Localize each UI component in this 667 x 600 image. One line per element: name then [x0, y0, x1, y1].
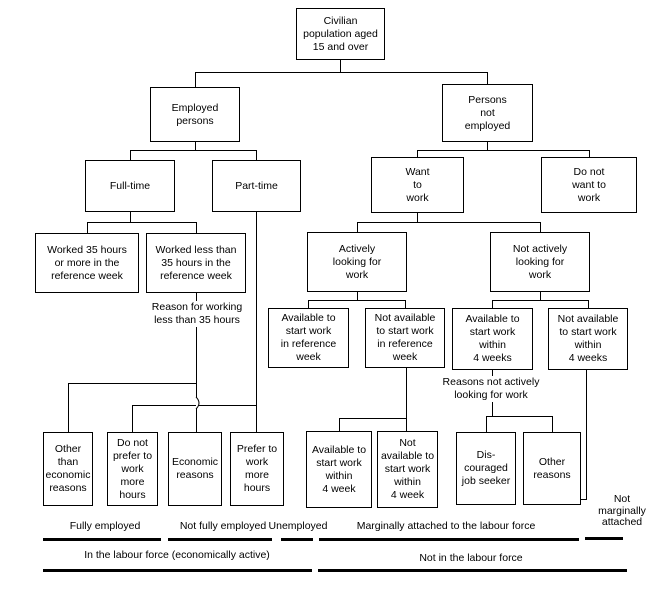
connector-line: [540, 222, 541, 232]
connector-line: [196, 293, 197, 398]
box-other-reasons: Other reasons: [523, 432, 581, 505]
box-available-4-week: Available to start work within 4 week: [306, 431, 372, 508]
box-available-4-weeks: Available to start work within 4 weeks: [452, 308, 533, 370]
connector-line: [195, 72, 196, 87]
connector-line: [87, 222, 88, 233]
connector-line: [487, 142, 488, 150]
category-underline: [43, 538, 161, 541]
category-underline: [319, 538, 579, 541]
connector-line: [417, 213, 418, 222]
connector-line: [196, 408, 197, 432]
connector-line: [540, 292, 541, 300]
connector-line: [578, 499, 587, 500]
connector-line: [256, 212, 257, 432]
category-underline: [43, 569, 312, 572]
category-in-labour-force: In the labour force (economically active…: [84, 549, 270, 561]
connector-line: [357, 222, 358, 232]
box-civilian-population: Civilian population aged 15 and over: [296, 8, 385, 60]
box-available-reference-week: Available to start work in reference wee…: [268, 308, 349, 368]
connector-line: [132, 405, 133, 432]
connector-line: [130, 150, 257, 151]
category-unemployed: Unemployed: [268, 520, 328, 532]
box-employed-persons: Employed persons: [150, 87, 240, 142]
box-not-actively-looking: Not actively looking for work: [490, 232, 590, 292]
connector-line: [339, 418, 407, 419]
connector-line: [486, 416, 553, 417]
connector-line: [586, 370, 587, 499]
category-fully-employed: Fully employed: [69, 520, 141, 532]
category-marginally-attached: Marginally attached to the labour force: [356, 520, 536, 532]
category-not-in-labour-force: Not in the labour force: [419, 552, 523, 564]
box-discouraged-job-seeker: Dis- couraged job seeker: [456, 432, 516, 505]
box-worked-less-than-35: Worked less than 35 hours in the referen…: [146, 233, 246, 293]
connector-line: [130, 212, 131, 222]
box-not-available-4-weeks: Not available to start work within 4 wee…: [548, 308, 628, 370]
connector-line: [552, 416, 553, 432]
line-crossing-hop: [195, 397, 200, 409]
connector-line: [492, 300, 589, 301]
connector-line: [492, 300, 493, 308]
connector-line: [68, 383, 69, 432]
connector-line: [130, 150, 131, 160]
box-not-available-reference-week: Not available to start work in reference…: [365, 308, 445, 368]
connector-line: [588, 300, 589, 308]
connector-line: [406, 418, 407, 431]
category-not-fully-employed: Not fully employed: [179, 520, 267, 532]
box-do-not-want-to-work: Do not want to work: [541, 157, 637, 213]
box-not-available-4-week: Not available to start work within 4 wee…: [377, 431, 438, 508]
connector-line: [357, 222, 541, 223]
connector-line: [87, 222, 197, 223]
connector-line: [339, 418, 340, 431]
connector-line: [405, 300, 406, 308]
label-reasons-not-looking: Reasons not actively looking for work: [440, 376, 542, 402]
box-persons-not-employed: Persons not employed: [442, 84, 533, 142]
connector-line: [195, 72, 488, 73]
box-economic-reasons: Economic reasons: [168, 432, 222, 506]
connector-line: [417, 150, 418, 157]
box-actively-looking: Actively looking for work: [307, 232, 407, 292]
connector-line: [195, 142, 196, 150]
connector-line: [196, 222, 197, 233]
box-do-not-prefer-more-hours: Do not prefer to work more hours: [107, 432, 158, 506]
connector-line: [357, 292, 358, 300]
box-full-time: Full-time: [85, 160, 175, 212]
connector-line: [308, 300, 309, 308]
connector-line: [589, 150, 590, 157]
connector-line: [68, 383, 197, 384]
connector-line: [486, 416, 487, 432]
category-not-marginally-attached: Not marginally attached: [598, 493, 646, 528]
connector-line: [417, 150, 589, 151]
connector-line: [487, 72, 488, 85]
connector-line: [256, 150, 257, 160]
connector-line: [340, 60, 341, 72]
box-want-to-work: Want to work: [371, 157, 464, 213]
connector-line: [308, 300, 406, 301]
connector-line: [132, 405, 257, 406]
category-underline: [318, 569, 627, 572]
category-underline: [281, 538, 313, 541]
label-reason-working-less: Reason for working less than 35 hours: [149, 301, 245, 327]
box-prefer-more-hours: Prefer to work more hours: [230, 432, 284, 506]
box-other-than-economic: Other than economic reasons: [43, 432, 93, 506]
category-underline: [585, 537, 623, 540]
connector-line: [406, 368, 407, 418]
box-worked-35-or-more: Worked 35 hours or more in the reference…: [35, 233, 139, 293]
category-underline: [168, 538, 272, 541]
box-part-time: Part-time: [212, 160, 301, 212]
